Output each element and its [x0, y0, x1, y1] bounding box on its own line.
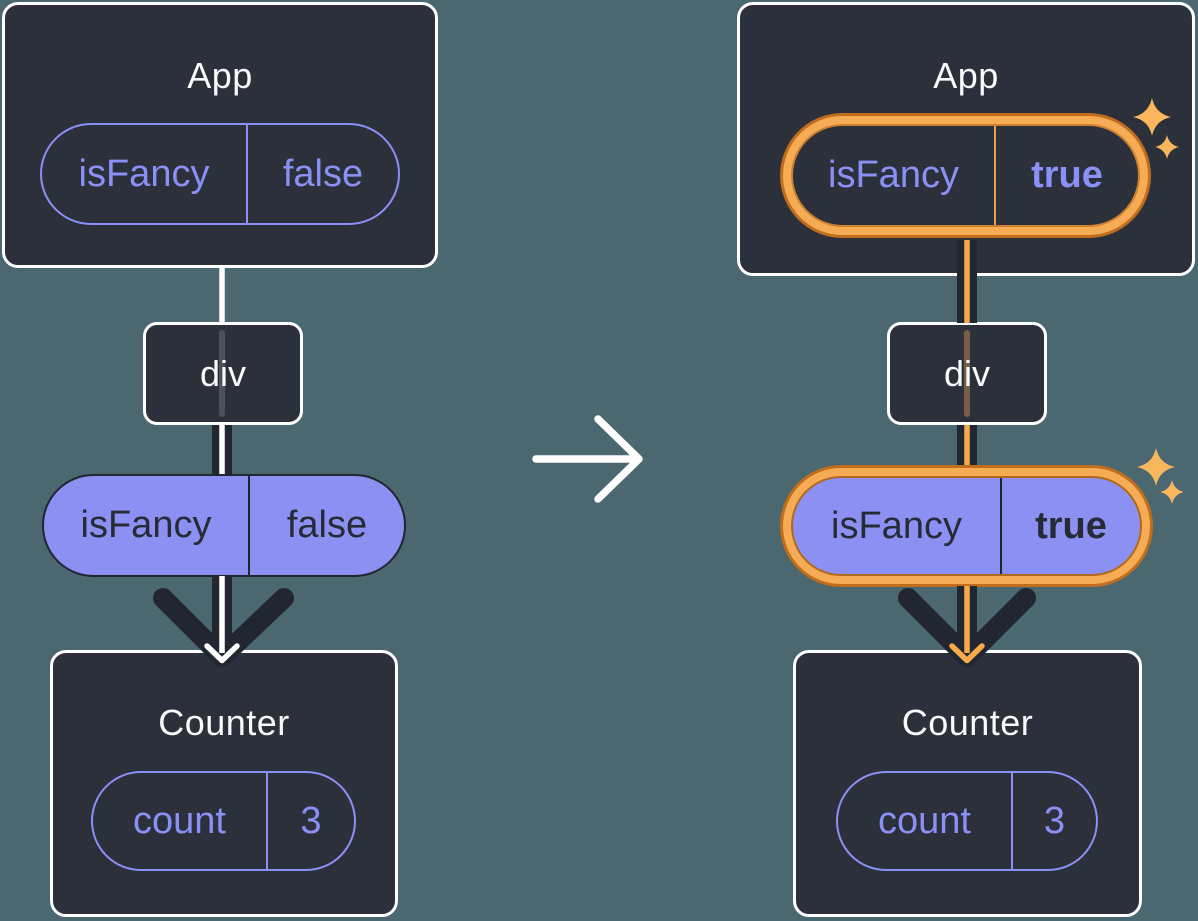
div-component-box: div [887, 322, 1047, 425]
chevron-down-icon [898, 588, 1036, 667]
state-name-label: count [878, 799, 971, 842]
component-title: Counter [158, 702, 290, 743]
counter-component-box: Counter count 3 [50, 650, 398, 917]
component-title: div [943, 352, 991, 394]
prop-name-label: isFancy [80, 504, 212, 546]
fancy-highlight-ring: isFancy true [780, 113, 1151, 238]
state-value-label: 3 [266, 773, 354, 869]
flow-arrow-down [153, 576, 294, 667]
arrow-head [594, 415, 643, 503]
state-pill: count 3 [836, 771, 1098, 871]
state-name-label: isFancy [78, 152, 210, 195]
transition-arrow-icon [532, 415, 643, 503]
prop-pill: isFancy true [791, 476, 1142, 576]
state-name-label: count [133, 799, 226, 842]
prop-name-label: isFancy [831, 504, 962, 547]
state-value-label: false [246, 125, 398, 223]
app-component-box: App isFancy true [737, 2, 1195, 276]
state-value-label: true [994, 126, 1138, 225]
counter-component-box: Counter count 3 [793, 650, 1142, 917]
state-value-label: 3 [1011, 773, 1096, 869]
flow-line-ghost [964, 330, 970, 417]
component-title: div [199, 352, 247, 394]
prop-pill: isFancy false [42, 474, 406, 577]
app-component-box: App isFancy false [2, 2, 438, 268]
state-pill: isFancy true [791, 124, 1140, 227]
component-title: Counter [901, 702, 1034, 743]
flow-line-ghost [219, 330, 225, 417]
sparkle-icon [1137, 448, 1175, 486]
sparkle-icon [1160, 480, 1184, 504]
state-pill: isFancy false [40, 123, 400, 225]
fancy-highlight-ring: isFancy true [780, 465, 1153, 587]
component-title: App [187, 55, 253, 96]
state-name-label: isFancy [828, 154, 959, 196]
div-component-box: div [143, 322, 303, 425]
component-title: App [933, 55, 999, 96]
state-pill: count 3 [91, 771, 356, 871]
prop-value-label: false [248, 476, 404, 575]
chevron-down-icon [153, 588, 294, 667]
prop-value-label: true [1000, 478, 1140, 574]
